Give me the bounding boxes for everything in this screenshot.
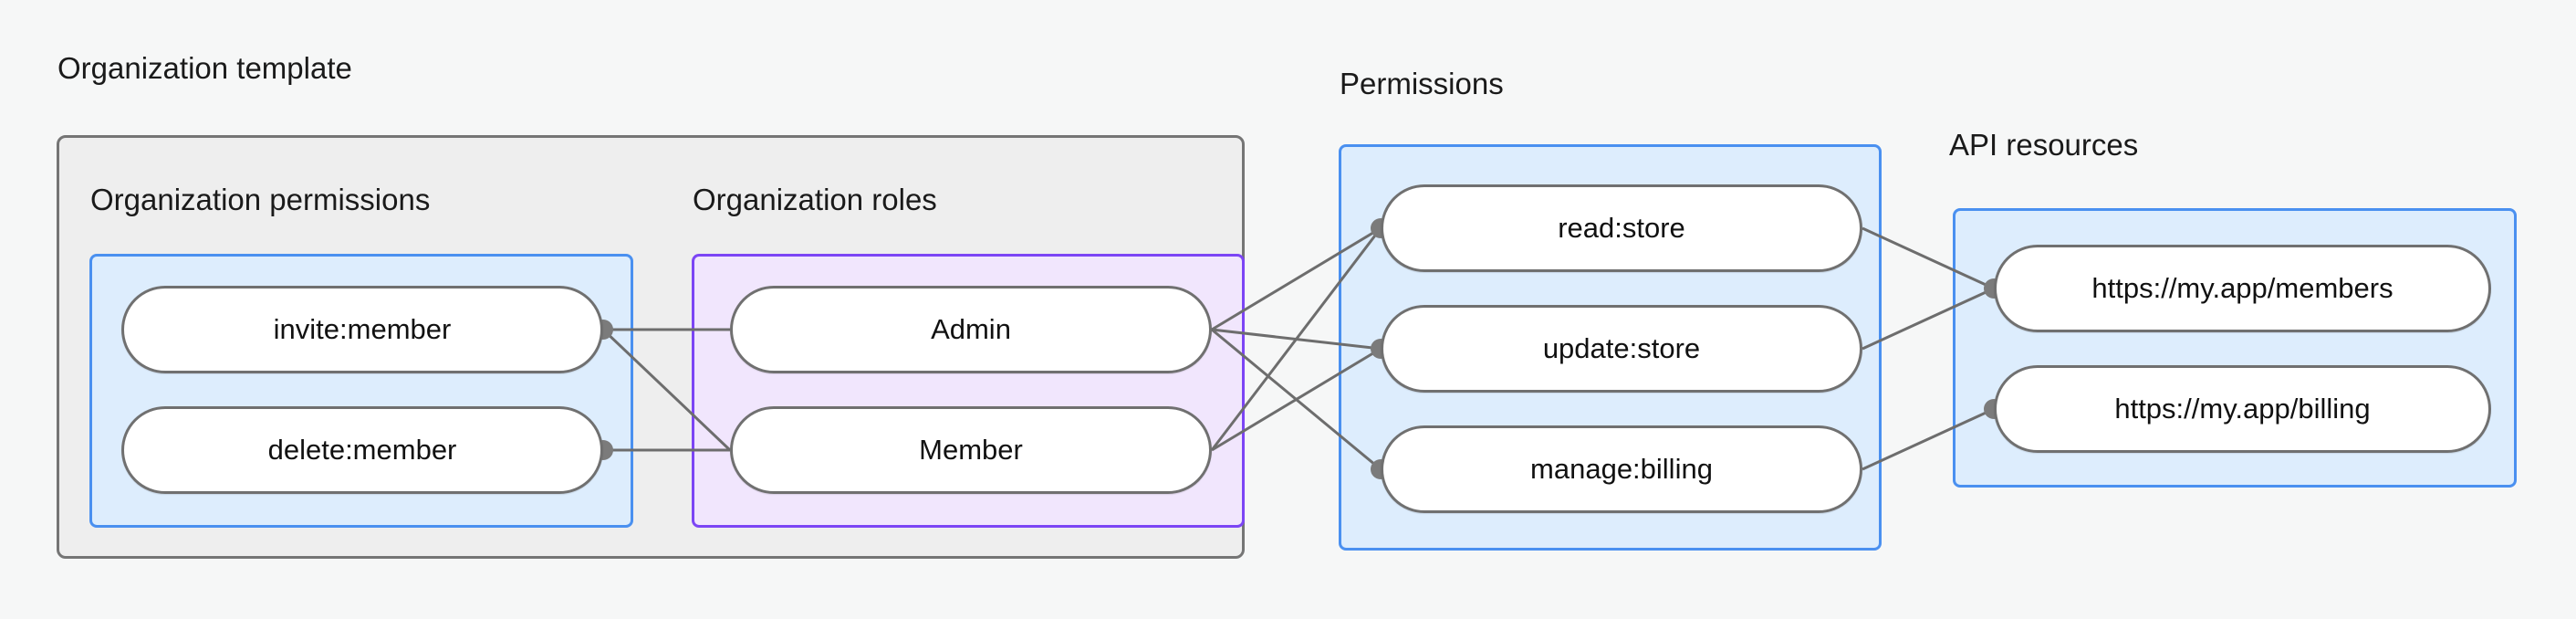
node-invite-member[interactable]: invite:member (121, 286, 603, 373)
node-admin[interactable]: Admin (730, 286, 1212, 373)
organization-permissions-label: Organization permissions (90, 183, 431, 216)
node-manage-billing[interactable]: manage:billing (1381, 425, 1862, 513)
node-member[interactable]: Member (730, 406, 1212, 494)
node-billing-url[interactable]: https://my.app/billing (1994, 365, 2491, 453)
node-members-url[interactable]: https://my.app/members (1994, 245, 2491, 332)
permissions-label: Permissions (1340, 67, 1504, 100)
organization-template-label: Organization template (57, 51, 352, 85)
node-update-store[interactable]: update:store (1381, 305, 1862, 393)
api-resources-label: API resources (1949, 128, 2139, 162)
node-delete-member[interactable]: delete:member (121, 406, 603, 494)
node-read-store[interactable]: read:store (1381, 184, 1862, 272)
organization-roles-label: Organization roles (693, 183, 937, 216)
